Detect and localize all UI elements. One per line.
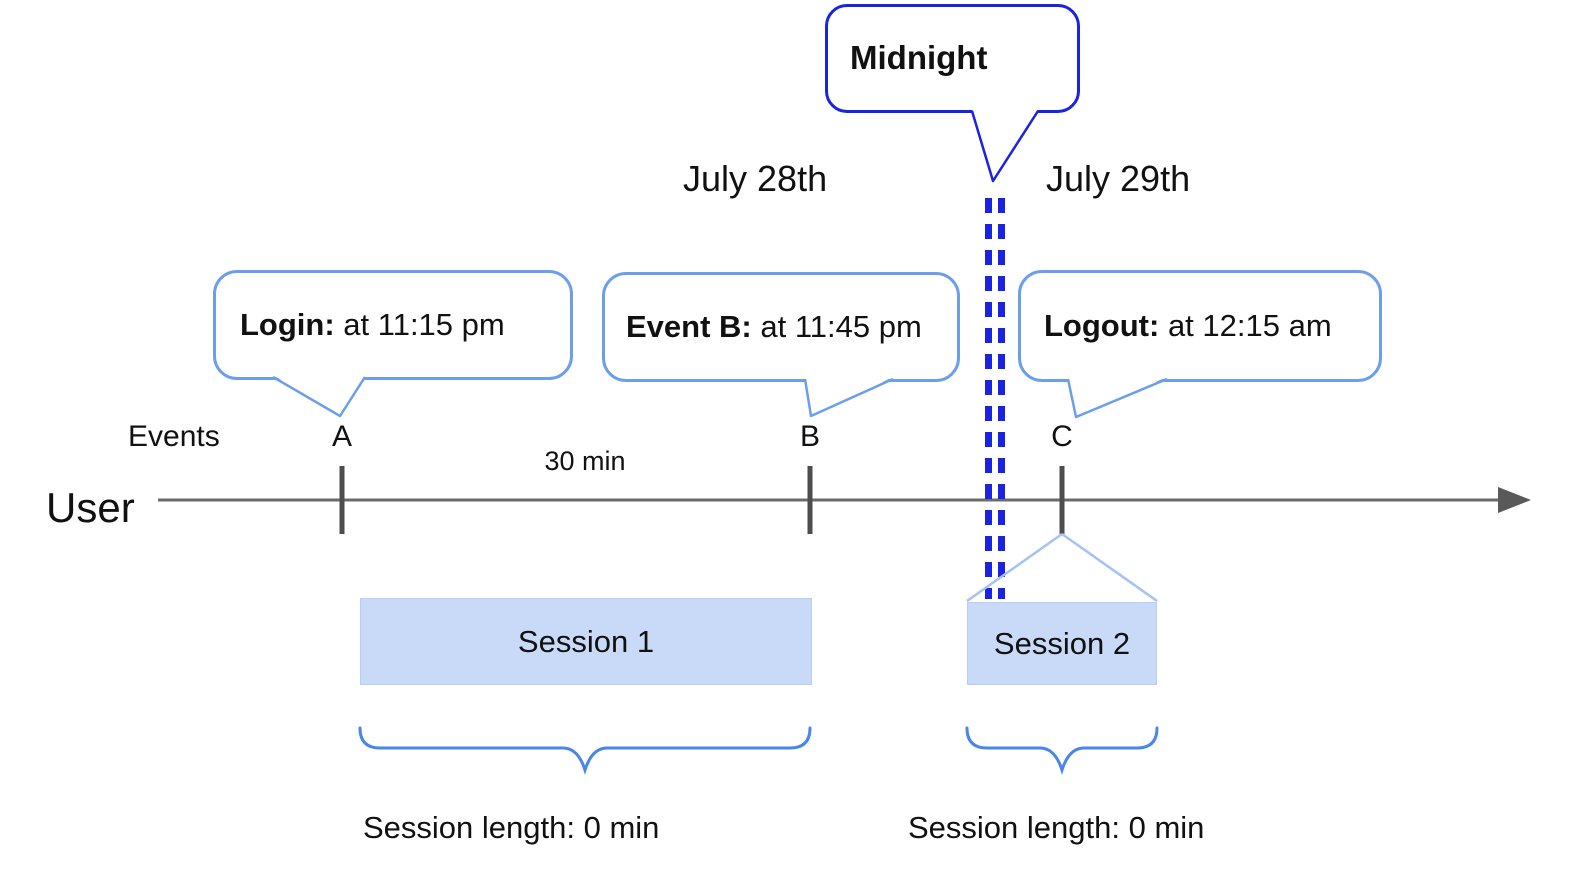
logout-callout-detail: at 12:15 am <box>1159 307 1332 343</box>
session-1-box: Session 1 <box>360 598 812 685</box>
session-2-length-label: Session length: 0 min <box>908 810 1205 845</box>
user-row-label: User <box>46 484 135 531</box>
session-2-label: Session 2 <box>993 625 1131 661</box>
events-row-label: Events <box>128 420 220 453</box>
timeline-arrowhead-icon <box>1498 487 1531 513</box>
session-2-box: Session 2 <box>967 602 1157 685</box>
logout-callout-title: Logout: <box>1044 307 1160 343</box>
event-marker-b: B <box>799 420 820 453</box>
date-label-july-29: July 29th <box>1046 158 1191 199</box>
interval-label-30min: 30 min <box>544 446 626 476</box>
midnight-callout-tail-outline <box>970 110 1040 183</box>
session-2-brace <box>965 726 1159 775</box>
event-b-callout-detail: at 11:45 pm <box>751 308 922 344</box>
event-marker-c: C <box>1051 420 1073 453</box>
date-label-july-28: July 28th <box>683 158 828 199</box>
login-callout-detail: at 11:15 pm <box>334 306 505 342</box>
session-2-connector-right <box>1061 532 1158 603</box>
logout-callout-tail <box>1068 377 1167 417</box>
login-callout-tail <box>273 375 365 416</box>
event-b-callout-tail <box>805 377 893 416</box>
session-1-length-label: Session length: 0 min <box>363 810 660 845</box>
session-1-label: Session 1 <box>517 623 655 659</box>
event-b-callout-title: Event B: <box>626 308 752 344</box>
midnight-callout-bubble: Midnight <box>825 4 1080 113</box>
login-callout-tail-outline <box>272 375 367 418</box>
event-b-callout-bubble: Event B: at 11:45 pm <box>602 272 960 382</box>
event-marker-a: A <box>331 420 352 453</box>
logout-callout-bubble: Logout: at 12:15 am <box>1018 270 1382 382</box>
midnight-callout-tail <box>972 109 1038 181</box>
midnight-label: Midnight <box>850 39 988 77</box>
session-1-brace <box>358 726 812 775</box>
session-2-connector-left <box>966 532 1063 603</box>
login-callout-title: Login: <box>240 306 335 342</box>
event-b-callout-tail-outline <box>803 377 894 418</box>
login-callout-bubble: Login: at 11:15 pm <box>213 270 573 380</box>
logout-callout-tail-outline <box>1066 377 1168 419</box>
